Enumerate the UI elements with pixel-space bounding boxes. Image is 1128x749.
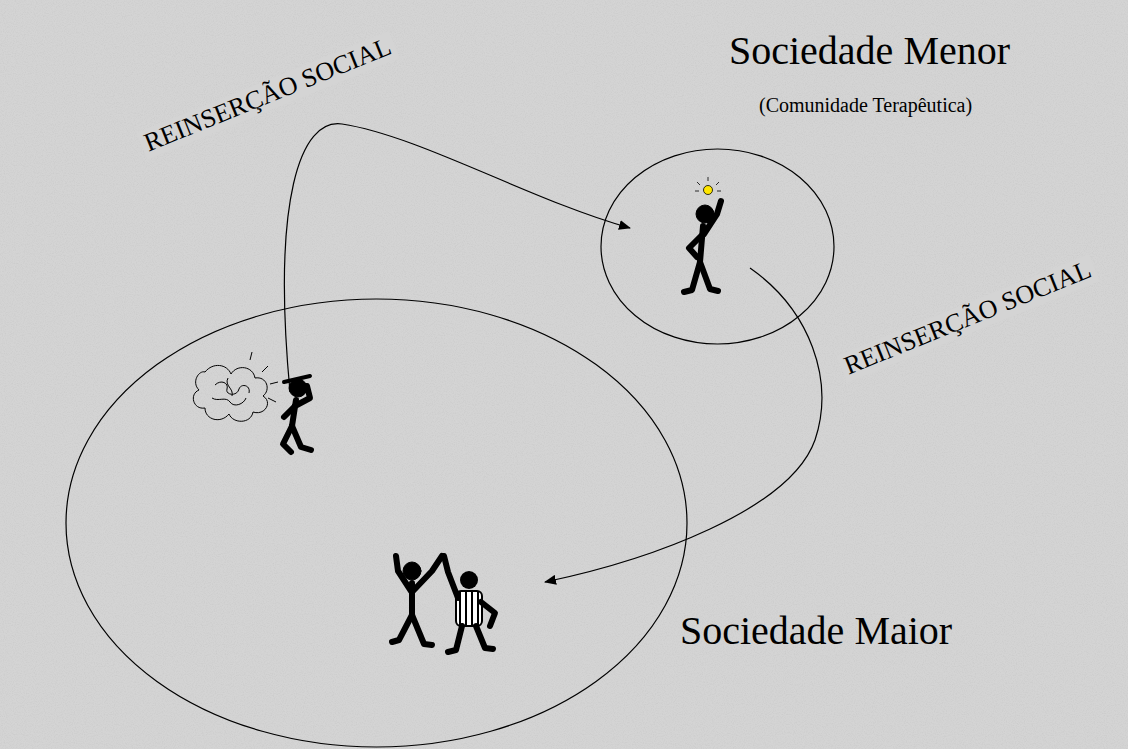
confused-figure (283, 376, 311, 452)
curved-arrow (284, 124, 630, 392)
confusion-scribble (193, 352, 278, 421)
ellipse-outline (65, 298, 688, 748)
circle-subheading: (Comunidade Terapêutica) (759, 94, 972, 117)
curved-arrow (545, 268, 822, 582)
large-society-ellipse: Sociedade Maior (65, 298, 688, 748)
ellipse-outline (600, 148, 835, 345)
striped-figure (444, 556, 495, 652)
edge-label: REINSERÇÃO SOCIAL (137, 31, 400, 159)
edge-label: REINSERÇÃO SOCIAL (837, 254, 1100, 382)
enlightened-figure (684, 201, 721, 292)
small-society-circle: Sociedade Menor(Comunidade Terapêutica) (600, 148, 835, 345)
circle-heading: Sociedade Menor (729, 28, 1010, 74)
celebrating-figure (392, 556, 442, 645)
light-bulb (695, 177, 721, 195)
ellipse-heading: Sociedade Maior (680, 608, 952, 654)
